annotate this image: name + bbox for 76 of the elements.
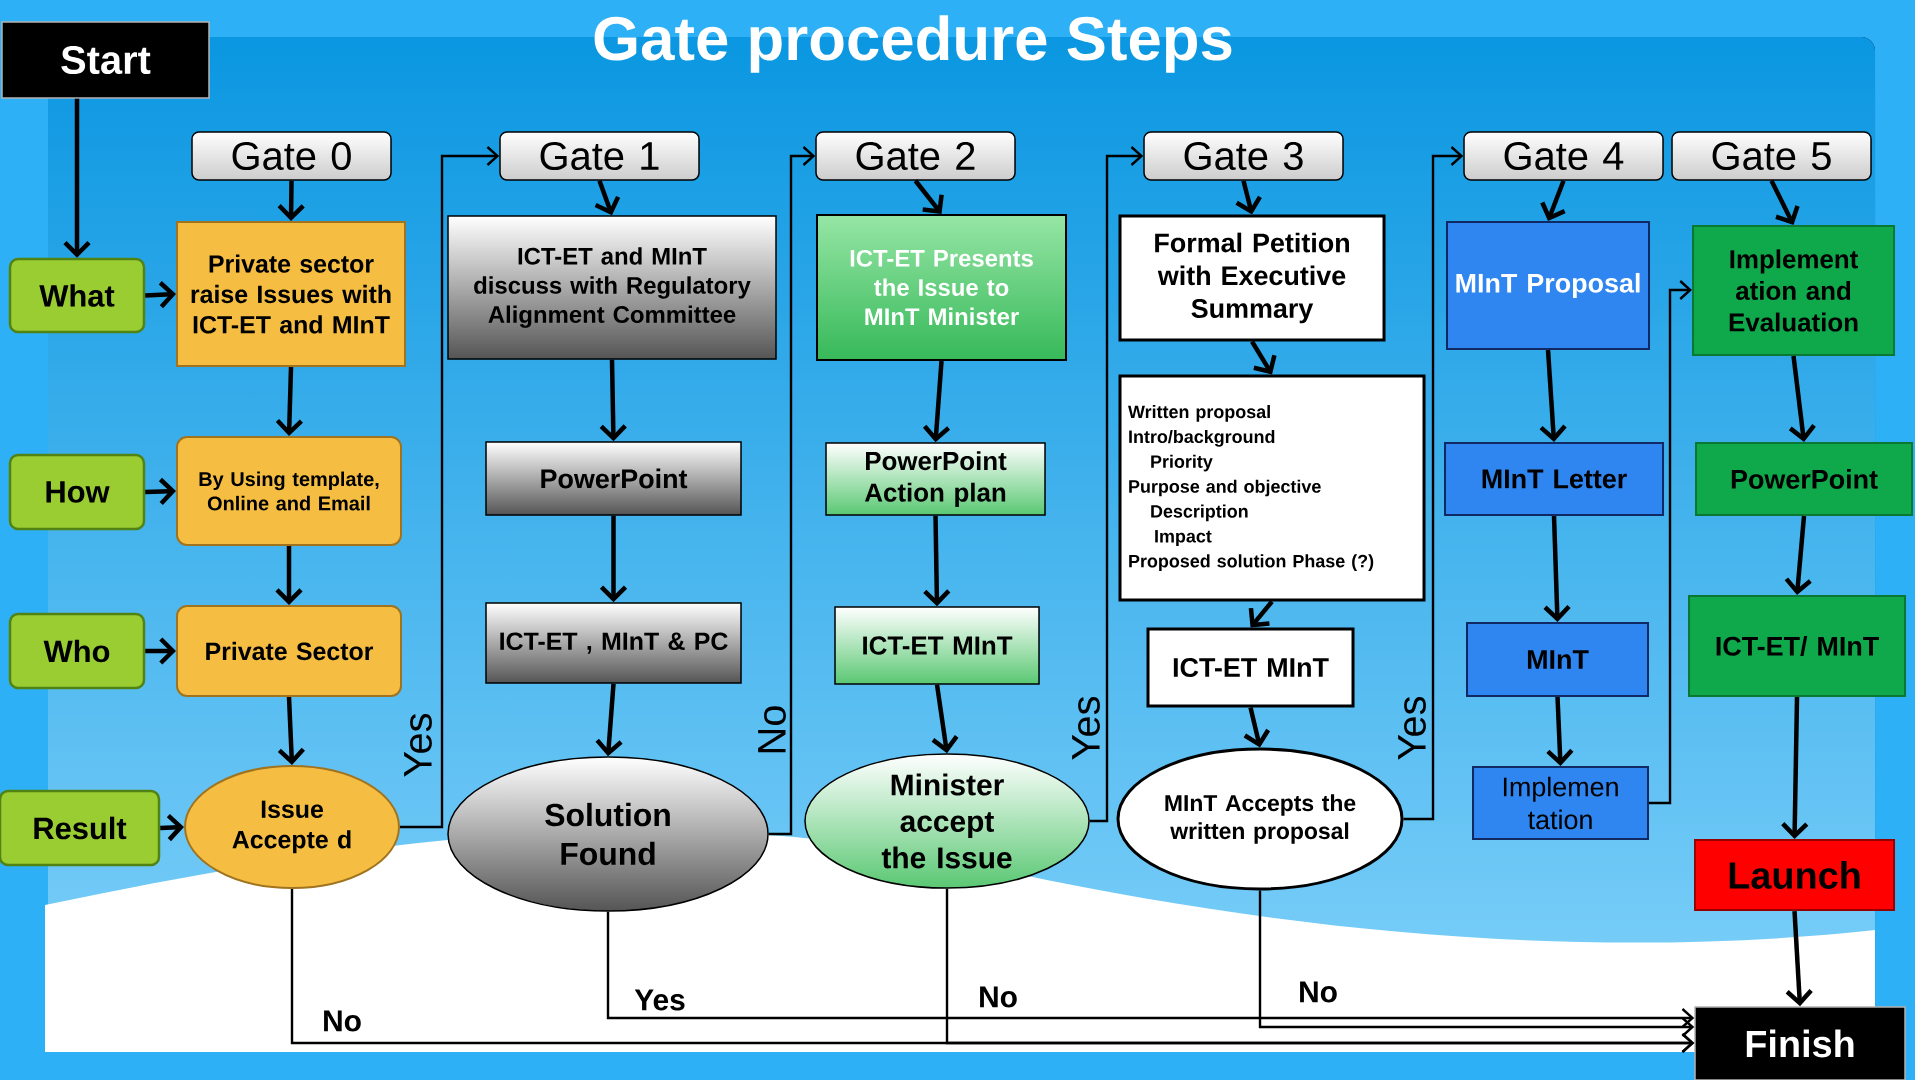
arrow xyxy=(1769,179,1800,225)
category-box: Result xyxy=(0,789,161,867)
gate-box: Gate 5 xyxy=(1671,131,1872,181)
launch-box: Launch xyxy=(1694,839,1895,911)
arrow xyxy=(275,546,303,605)
category-box: How xyxy=(8,453,146,531)
process-box: By Using template, Online and Email xyxy=(176,436,402,546)
category-box: Who xyxy=(8,612,146,690)
arrow xyxy=(599,515,628,603)
process-box: Private Sector xyxy=(176,605,402,697)
arrow xyxy=(1243,707,1271,748)
process-box: Formal Petition with Executive Summary xyxy=(1118,214,1386,342)
arrow xyxy=(1546,696,1574,766)
arrow xyxy=(931,684,959,754)
arrow xyxy=(1403,146,1464,821)
arrow xyxy=(1785,910,1813,1007)
arrow xyxy=(275,366,303,436)
arrow xyxy=(277,180,305,221)
process-box: MInT Proposal xyxy=(1446,221,1650,350)
process-box: ICT-ET MInT xyxy=(834,606,1040,685)
arrow xyxy=(1539,349,1567,442)
arrow xyxy=(1540,179,1566,221)
arrow xyxy=(1784,515,1812,595)
arrow xyxy=(594,180,621,216)
arrow xyxy=(913,179,944,214)
arrow xyxy=(400,146,500,829)
process-box: Implement ation and Evaluation xyxy=(1692,225,1895,356)
gate-box: Gate 3 xyxy=(1143,131,1344,181)
arrow xyxy=(63,98,91,258)
arrow xyxy=(923,515,951,607)
arrow xyxy=(1235,180,1262,215)
edge-label: Yes xyxy=(404,713,432,777)
edge-label: No xyxy=(1300,981,1337,1003)
arrow xyxy=(1788,355,1816,442)
process-box: Implemen tation xyxy=(1472,766,1649,840)
edge-label: No xyxy=(980,986,1017,1008)
arrow xyxy=(1258,890,1695,1037)
edge-label: No xyxy=(324,1010,361,1032)
category-box: What xyxy=(8,257,146,334)
arrow xyxy=(922,360,951,443)
gate-box: Gate 0 xyxy=(191,131,392,181)
arrow xyxy=(1089,146,1144,823)
arrow xyxy=(768,146,816,836)
arrow xyxy=(1781,696,1809,839)
arrow xyxy=(606,911,1695,1028)
process-box: ICT-ET Presents the Issue to MInT Minister xyxy=(816,214,1067,361)
process-box: PowerPoint xyxy=(485,441,742,516)
start-box: Start xyxy=(1,21,210,99)
edge-label: No xyxy=(758,706,786,753)
finish-box: Finish xyxy=(1694,1006,1906,1080)
arrow xyxy=(277,696,305,765)
process-box: MInT Letter xyxy=(1444,442,1664,516)
arrow xyxy=(1250,340,1277,375)
process-box: Private sector raise Issues with ICT-ET and MInT xyxy=(176,221,406,367)
process-box: ICT-ET MInT xyxy=(1146,627,1355,708)
arrow xyxy=(145,281,176,309)
arrow xyxy=(145,477,176,506)
arrow xyxy=(145,637,176,665)
process-box: ICT-ET and MInT discuss with Regulatory Alignment Committee xyxy=(447,215,777,360)
arrow xyxy=(1543,515,1571,622)
title: Gate procedure Steps xyxy=(594,15,1232,73)
gate-box: Gate 1 xyxy=(499,131,700,181)
gate-box: Gate 4 xyxy=(1463,131,1664,181)
gate-box: Gate 2 xyxy=(815,131,1016,181)
arrow xyxy=(599,359,627,442)
arrow xyxy=(1649,280,1692,805)
edge-label: Yes xyxy=(634,989,685,1011)
arrow xyxy=(1248,600,1274,628)
process-box: ICT-ET/ MInT xyxy=(1688,595,1906,697)
process-box: ICT-ET , MInT & PC xyxy=(485,602,742,684)
process-box: Written proposal Intro/background Priority Purpose and objective Description Impact Proposed solution Phase (?) xyxy=(1118,374,1426,602)
process-box: MInT xyxy=(1466,622,1649,697)
arrow xyxy=(945,888,1695,1053)
process-box: PowerPoint Action plan xyxy=(825,442,1046,516)
process-box: PowerPoint xyxy=(1695,442,1913,516)
arrow xyxy=(595,683,623,757)
